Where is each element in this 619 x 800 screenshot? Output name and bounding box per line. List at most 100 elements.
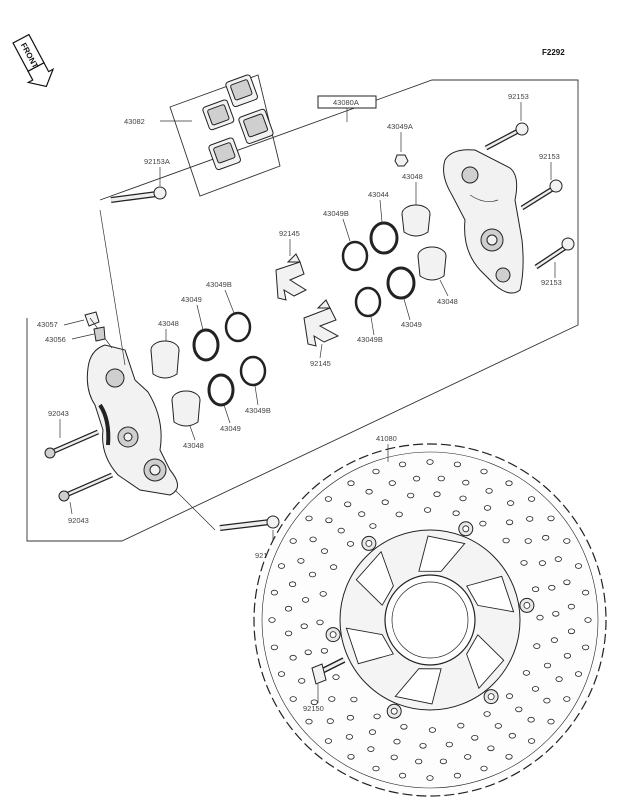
drill-hole bbox=[310, 699, 318, 706]
drill-hole bbox=[345, 734, 353, 740]
label-disc: 41080 bbox=[376, 434, 397, 443]
drill-hole bbox=[485, 488, 493, 494]
drill-hole bbox=[320, 548, 329, 554]
drill-hole bbox=[324, 496, 332, 502]
drill-hole bbox=[326, 718, 334, 724]
bolt-top-1: 92153 bbox=[484, 92, 529, 151]
mount-bolt-1: 92043 bbox=[44, 409, 99, 459]
seal-l-1: 43049 bbox=[181, 295, 220, 362]
drill-hole bbox=[471, 734, 479, 741]
label-piston-ur-1: 43048 bbox=[402, 172, 423, 181]
bolt-top-2: 92153 bbox=[520, 152, 563, 211]
drill-hole bbox=[563, 538, 571, 544]
label-bleeder-cap: 43056 bbox=[45, 335, 66, 344]
drill-hole bbox=[508, 732, 516, 739]
drill-hole bbox=[437, 475, 445, 482]
drill-hole bbox=[538, 560, 547, 566]
drill-hole bbox=[393, 738, 401, 745]
label-spring-upper: 92145 bbox=[279, 229, 300, 238]
label-mount-bolt-2: 92043 bbox=[68, 516, 89, 525]
drill-hole bbox=[445, 741, 453, 748]
drill-hole bbox=[358, 511, 366, 517]
label-seal-ur-3: 43049B bbox=[357, 335, 383, 344]
drill-hole bbox=[347, 480, 355, 487]
drill-hole bbox=[506, 500, 515, 506]
label-bolt-top-3: 92153 bbox=[541, 278, 562, 287]
label-seal-ur-1: 43044 bbox=[368, 190, 389, 199]
drill-hole bbox=[567, 603, 576, 610]
drill-hole bbox=[505, 693, 514, 699]
drill-hole bbox=[373, 713, 381, 720]
carrier-cutout bbox=[394, 668, 442, 705]
drill-hole bbox=[584, 617, 592, 623]
drill-hole bbox=[452, 510, 460, 517]
label-disc-bolt: 92150 bbox=[303, 704, 324, 713]
label-bleeder-valve: 43057 bbox=[37, 320, 58, 329]
label-seal-l-1: 43049 bbox=[181, 295, 202, 304]
piston-ur-3: 43048 bbox=[417, 246, 458, 306]
figure-code: F2292 bbox=[542, 48, 565, 57]
drill-hole bbox=[526, 516, 534, 522]
label-caliper-assy: 43080A bbox=[333, 98, 359, 107]
floating-button-hole bbox=[365, 540, 373, 547]
carrier-cutout bbox=[355, 550, 394, 606]
drill-hole bbox=[381, 499, 389, 506]
drill-hole bbox=[433, 491, 441, 498]
drill-hole bbox=[316, 619, 324, 626]
floating-button-hole bbox=[487, 693, 495, 700]
drill-hole bbox=[531, 586, 540, 592]
seal-ur-4: 43049 bbox=[386, 266, 422, 329]
floating-button-hole bbox=[329, 631, 337, 638]
seal-ur-1: 43044 bbox=[368, 190, 399, 255]
disc-bolt-holes bbox=[325, 521, 535, 719]
label-seal-l-4: 43049B bbox=[245, 406, 271, 415]
mount-bolt-2: 92043 bbox=[58, 472, 113, 525]
drill-hole bbox=[350, 696, 358, 703]
drill-hole bbox=[300, 623, 308, 629]
drill-hole bbox=[548, 584, 556, 591]
drill-hole bbox=[398, 772, 407, 779]
drill-hole bbox=[567, 628, 576, 635]
drill-hole bbox=[398, 461, 407, 468]
seal-l-3: 43049 bbox=[207, 373, 241, 433]
drill-hole bbox=[284, 630, 293, 637]
label-piston-ur-3: 43048 bbox=[437, 297, 458, 306]
drill-hole bbox=[344, 501, 352, 508]
drill-hole bbox=[415, 758, 423, 765]
drill-hole bbox=[515, 706, 523, 713]
drill-hole bbox=[581, 589, 590, 596]
drill-hole bbox=[581, 644, 590, 651]
drill-hole bbox=[505, 519, 514, 526]
drill-hole bbox=[289, 696, 297, 702]
drill-hole bbox=[400, 723, 408, 730]
drill-hole bbox=[487, 745, 495, 752]
drill-hole bbox=[483, 711, 491, 717]
drill-hole bbox=[301, 597, 310, 603]
bleeder-valve: 43057 bbox=[37, 311, 113, 349]
drill-hole bbox=[337, 527, 345, 534]
brake-pad-set: 43082 bbox=[124, 74, 281, 197]
drill-hole bbox=[505, 480, 513, 487]
label-pin-bolt-left: 92153A bbox=[144, 157, 170, 166]
drill-hole bbox=[319, 591, 327, 597]
drill-hole bbox=[372, 468, 380, 475]
drill-hole bbox=[346, 714, 354, 721]
drill-hole bbox=[563, 652, 572, 659]
bolt-top-3: 92153 bbox=[534, 237, 575, 287]
drill-hole bbox=[527, 738, 536, 744]
drill-hole bbox=[480, 468, 488, 475]
drill-hole bbox=[304, 649, 312, 656]
drill-hole bbox=[520, 560, 528, 566]
drill-hole bbox=[426, 459, 434, 465]
drill-hole bbox=[346, 541, 355, 547]
drill-hole bbox=[543, 697, 551, 704]
label-spring-lower: 92145 bbox=[310, 359, 331, 368]
drill-hole bbox=[563, 696, 571, 702]
drill-hole bbox=[407, 492, 415, 499]
label-bleed-cap: 43049A bbox=[387, 122, 413, 131]
drill-hole bbox=[457, 722, 465, 729]
drill-hole bbox=[479, 520, 487, 527]
drill-hole bbox=[524, 538, 532, 544]
drill-hole bbox=[574, 671, 583, 677]
